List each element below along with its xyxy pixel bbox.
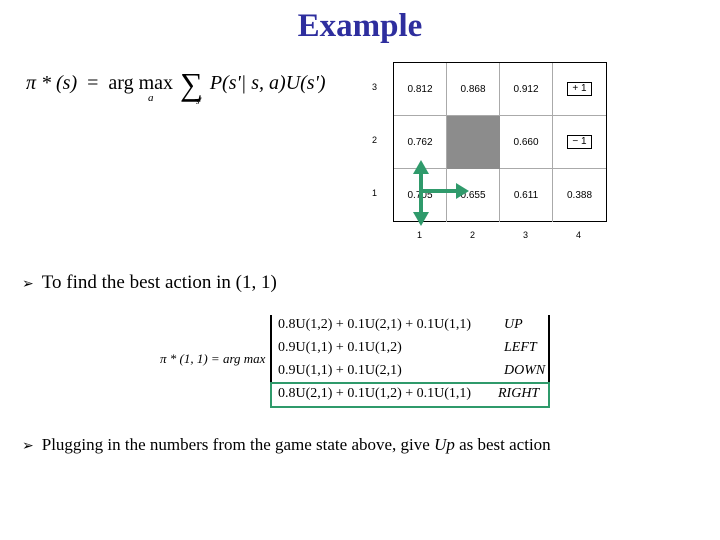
bullet-conclusion: ➢ Plugging in the numbers from the game s… <box>22 435 551 455</box>
equation-lhs: π * (1, 1) = arg max <box>160 351 266 366</box>
grid-cell: 0.912 <box>500 63 553 116</box>
action-arrows <box>413 160 469 226</box>
equation-options: 0.8U(1,2) + 0.1U(2,1) + 0.1U(1,1) UP 0.9… <box>270 315 550 408</box>
grid-cell-terminal-plus: + 1 <box>553 63 606 116</box>
conclusion-text-after: as best action <box>454 435 551 454</box>
grid-cell: 0.611 <box>500 169 553 222</box>
grid-cell: 0.388 <box>566 190 593 201</box>
option-expr: 0.8U(2,1) + 0.1U(1,2) + 0.1U(1,1) <box>278 386 472 401</box>
formula-lhs: π * (s) <box>26 72 78 94</box>
option-expr: 0.9U(1,1) + 0.1U(1,2) <box>278 340 402 355</box>
right-arrow-head <box>456 183 469 199</box>
bullet-text: To find the best action in (1, 1) <box>41 272 277 293</box>
arrow-group <box>419 173 458 216</box>
grid-wall <box>447 116 500 169</box>
formula-eq: = <box>87 72 99 94</box>
bullet-arrow-icon: ➢ <box>22 276 34 292</box>
bullet-arrow-icon: ➢ <box>22 438 34 454</box>
grid-cell: 0.868 <box>447 63 500 116</box>
option-expr: 0.9U(1,1) + 0.1U(2,1) <box>278 363 402 378</box>
option-row-down: 0.9U(1,1) + 0.1U(2,1) DOWN <box>278 361 548 383</box>
formula-sub-s: s' <box>196 96 202 106</box>
policy-formula: π * (s) = arg max ∑ P(s'| s, a)U(s') a s… <box>26 66 326 106</box>
col-label-1: 1 <box>417 230 423 240</box>
right-bracket <box>548 315 550 407</box>
option-action: LEFT <box>504 340 537 355</box>
option-expr: 0.8U(1,2) + 0.1U(2,1) + 0.1U(1,1) <box>278 317 472 332</box>
option-action: UP <box>504 317 523 332</box>
grid-cell: 0.655 <box>447 169 500 222</box>
col-label-3: 3 <box>523 230 529 240</box>
formula-sub-a: a <box>148 92 154 104</box>
option-row-left: 0.9U(1,1) + 0.1U(1,2) LEFT <box>278 338 548 360</box>
bullet-find-action: ➢ To find the best action in (1, 1) <box>22 272 277 294</box>
row-label-1: 1 <box>372 188 378 198</box>
option-row-right-highlighted: 0.8U(2,1) + 0.1U(1,2) + 0.1U(1,1) RIGHT <box>270 382 550 408</box>
formula-op: arg max <box>108 72 174 94</box>
sum-symbol: ∑ <box>180 66 203 102</box>
grid-cell: 0.812 <box>394 63 447 116</box>
grid-cell: 0.660 <box>500 116 553 169</box>
option-action: DOWN <box>504 363 546 378</box>
row-label-3: 3 <box>372 82 378 92</box>
option-row-up: 0.8U(1,2) + 0.1U(2,1) + 0.1U(1,1) UP <box>278 315 548 337</box>
slide-title: Example <box>297 8 423 44</box>
down-arrow-head <box>413 212 429 226</box>
terminal-reward-minus: − 1 <box>567 135 592 149</box>
grid-cell-terminal-minus: − 1 <box>553 116 606 169</box>
formula-term: P(s'| s, a)U(s') <box>209 72 326 94</box>
conclusion-emph: Up <box>434 435 455 454</box>
terminal-reward-plus: + 1 <box>567 82 592 96</box>
left-bracket <box>270 315 272 407</box>
col-label-4: 4 <box>576 230 582 240</box>
option-action: RIGHT <box>498 386 540 401</box>
row-label-2: 2 <box>372 135 378 145</box>
col-label-2: 2 <box>470 230 476 240</box>
up-arrow-head <box>413 160 429 174</box>
conclusion-text-before: Plugging in the numbers from the game st… <box>41 435 435 454</box>
